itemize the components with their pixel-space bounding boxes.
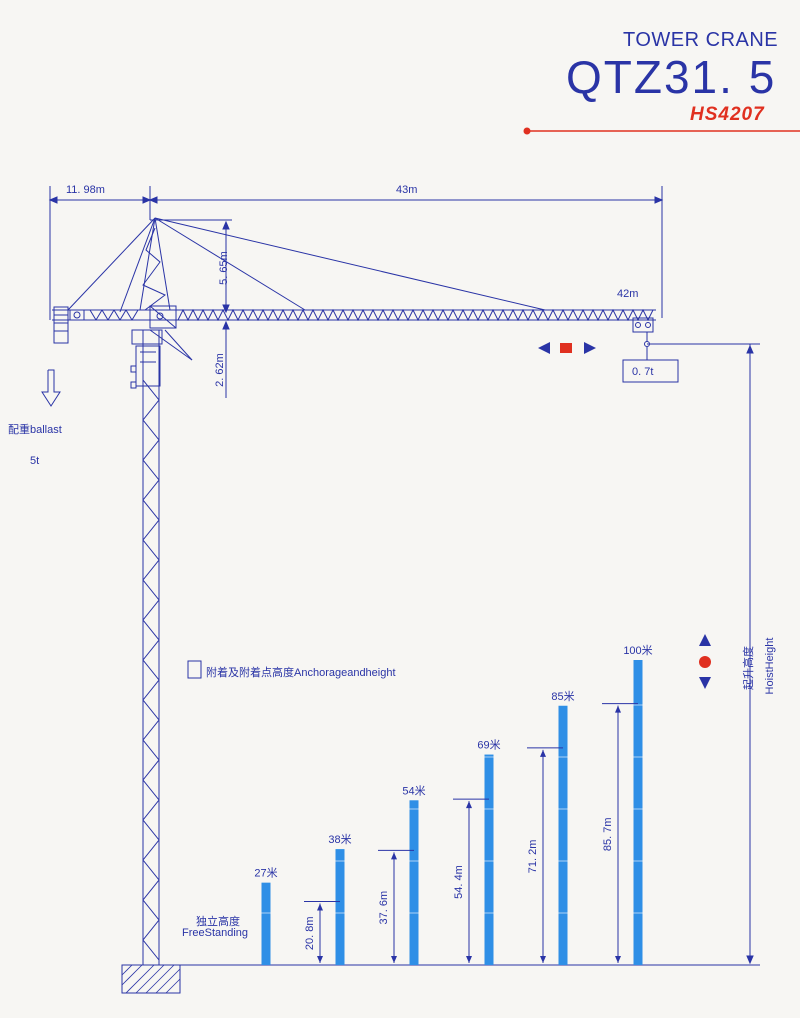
bar-label: 100米: [623, 644, 652, 657]
hoist-height-label-cn: 起升高度: [743, 646, 755, 690]
bar-4: [484, 754, 494, 965]
tip-load-box: [622, 359, 679, 383]
jib-length: 43m: [396, 184, 418, 196]
hoist-height-label-en: HoistHeight: [764, 637, 776, 695]
arrow-up-icon: [540, 749, 546, 757]
jib-tip-length: 42m: [617, 288, 639, 300]
hoist-height-dimension: [746, 344, 754, 965]
freestanding-label-en: FreeStanding: [182, 927, 249, 939]
ballast-weight: 5t: [30, 455, 40, 467]
top-height: 5. 65m: [218, 251, 230, 285]
anchor-height-label: 71. 2m: [527, 840, 539, 874]
bar-5: [558, 705, 568, 965]
ballast-label: 配重ballast: [8, 424, 62, 436]
arrow-down-icon: [317, 956, 323, 963]
model-number: HS4207: [690, 104, 765, 125]
counter-jib: [52, 306, 150, 344]
arrow-up-icon: [317, 903, 323, 911]
anchor-height-label: 37. 6m: [378, 891, 390, 925]
bar-1: [261, 882, 271, 965]
bar-label: 38米: [328, 833, 351, 846]
tower-mast: [130, 330, 160, 965]
legend-anchorage: 附着及附着点高度Anchorageandheight: [206, 667, 396, 679]
bar-label: 85米: [551, 690, 574, 703]
arrow-down-icon: [466, 956, 472, 963]
bar-label: 54米: [402, 784, 425, 797]
legend-square-icon: [187, 660, 202, 679]
jib-truss: [150, 308, 760, 347]
arrow-down-icon: [540, 956, 546, 963]
tower-base: [121, 964, 181, 994]
tip-load: 0. 7t: [632, 366, 654, 378]
arrow-down-icon: [391, 956, 397, 963]
bar-2: [335, 849, 345, 965]
arrow-up-icon: [391, 852, 397, 860]
anchor-height-label: 20. 8m: [304, 916, 316, 950]
freestanding-label-cn: 独立高度: [196, 916, 240, 928]
anchor-height-label: 54. 4m: [453, 865, 465, 899]
cab-height: 2. 62m: [214, 353, 226, 387]
bar-3: [409, 800, 419, 965]
trolley-direction-icon: [538, 342, 596, 354]
anchor-height-label: 85. 7m: [602, 817, 614, 851]
bar-6: [633, 660, 643, 965]
ballast-arrow-icon: [41, 369, 61, 407]
accent-dot-icon: [523, 127, 531, 135]
arrow-up-icon: [615, 705, 621, 713]
page-title: QTZ31. 5: [566, 51, 777, 103]
hoist-direction-icon: [699, 634, 711, 689]
bar-label: 69米: [477, 739, 500, 752]
arrow-up-icon: [466, 801, 472, 809]
arrow-down-icon: [615, 956, 621, 963]
top-dimension-lines: [48, 186, 664, 398]
counter-jib-length: 11. 98m: [66, 184, 105, 196]
subtitle: TOWER CRANE: [623, 29, 779, 51]
tie-rods: [67, 217, 546, 313]
bar-label: 27米: [254, 867, 277, 880]
